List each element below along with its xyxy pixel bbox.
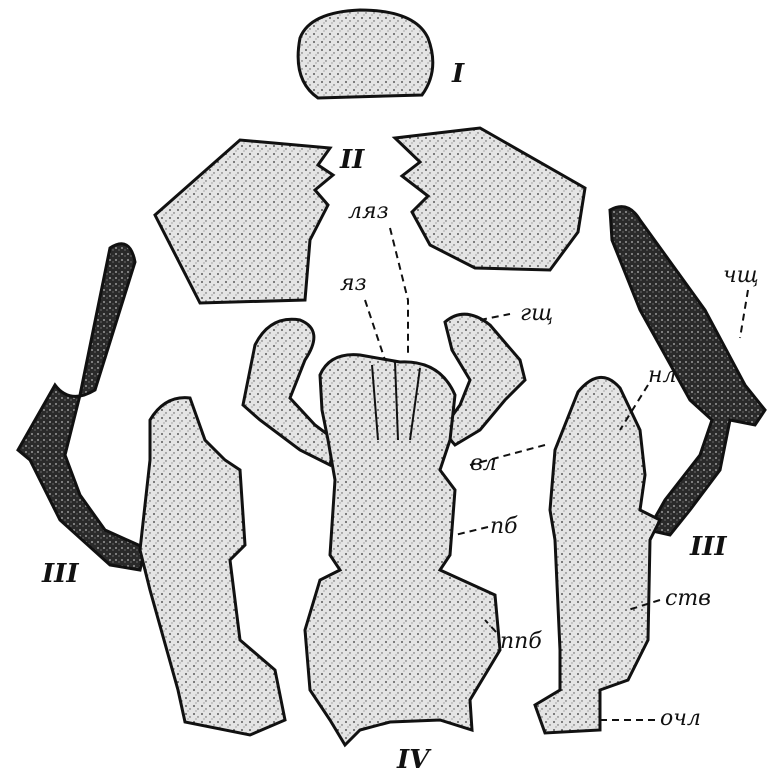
label-stv: ств bbox=[665, 586, 711, 611]
labium-right-palp bbox=[442, 314, 525, 445]
right-mandible bbox=[395, 128, 585, 270]
left-maxilla bbox=[140, 398, 285, 735]
label-lyaz: ляз bbox=[348, 199, 389, 224]
label-ppb: ппб bbox=[500, 629, 542, 654]
label-nl: нл bbox=[648, 363, 677, 388]
label-I: I bbox=[451, 59, 465, 89]
label-IV: IV bbox=[396, 745, 432, 772]
left-mandible bbox=[155, 140, 333, 303]
label-II: II bbox=[339, 145, 365, 175]
labrum-part bbox=[298, 10, 433, 98]
label-yaz: яз bbox=[340, 271, 367, 296]
left-maxillary-palp bbox=[18, 244, 145, 570]
label-vl: вл bbox=[470, 451, 497, 476]
label-III-right: III bbox=[689, 532, 727, 562]
label-gshch: гщ bbox=[520, 301, 553, 326]
label-pb: пб bbox=[490, 514, 518, 539]
label-chshch: чщ bbox=[723, 263, 759, 288]
label-ochl: очл bbox=[660, 706, 701, 731]
right-maxilla bbox=[535, 377, 660, 733]
label-III-left: III bbox=[41, 559, 79, 589]
